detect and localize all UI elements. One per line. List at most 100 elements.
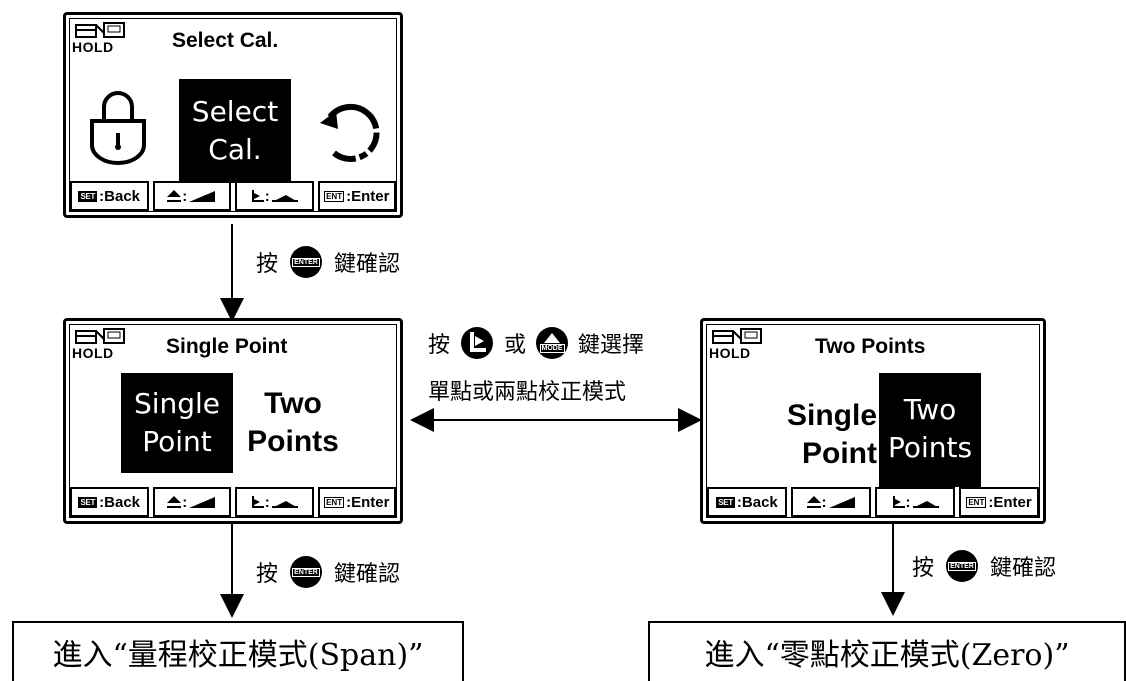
ramp-right-icon bbox=[271, 501, 298, 508]
caption-select-mode: 按 或 MODE 鍵選擇 bbox=[428, 326, 644, 360]
right-colon: : bbox=[264, 187, 270, 205]
up-colon: : bbox=[821, 493, 827, 511]
key-up[interactable]: : bbox=[152, 487, 231, 517]
select-cal-line2: Cal. bbox=[208, 133, 262, 166]
option-two-points[interactable]: Two Points bbox=[234, 373, 352, 477]
screen-frame bbox=[69, 18, 397, 212]
hold-label: HOLD bbox=[709, 345, 751, 361]
ramp-up-icon bbox=[189, 191, 216, 202]
screen-frame bbox=[706, 324, 1040, 518]
option-two-points-selected[interactable]: Two Points bbox=[879, 373, 981, 487]
ent-tag: ENT bbox=[966, 496, 987, 508]
hold-icon bbox=[712, 328, 762, 344]
key-set-back[interactable]: SET:Back bbox=[70, 487, 149, 517]
select-text: 鍵選擇 bbox=[578, 333, 645, 358]
screen-frame bbox=[69, 324, 397, 518]
option-line1: Single bbox=[133, 387, 221, 420]
set-tag: SET bbox=[78, 496, 98, 508]
option-line2: Point bbox=[802, 437, 877, 470]
press-text: 按 bbox=[256, 562, 279, 587]
mode-key-label: MODE bbox=[539, 344, 565, 353]
mode-key-icon: MODE bbox=[536, 327, 569, 359]
hold-label: HOLD bbox=[72, 39, 114, 55]
enter-key-icon: ENTER bbox=[946, 550, 979, 582]
up-colon: : bbox=[182, 493, 188, 511]
enter-key-icon: ENTER bbox=[290, 246, 323, 278]
key-right[interactable]: : bbox=[235, 181, 314, 211]
key-up[interactable]: : bbox=[152, 181, 231, 211]
key-right[interactable]: : bbox=[875, 487, 955, 517]
key-up[interactable]: : bbox=[791, 487, 871, 517]
enter-label: :Enter bbox=[346, 187, 390, 205]
enter-key-label: ENTER bbox=[292, 257, 320, 267]
screen-single-point: HOLD Single Point Single Point Two Point… bbox=[63, 318, 403, 524]
ent-tag: ENT bbox=[324, 496, 345, 508]
set-tag: SET bbox=[716, 496, 735, 508]
screen-title: Single Point bbox=[166, 335, 288, 358]
option-line1: Single bbox=[786, 399, 877, 432]
screen-two-points: HOLD Two Points Single Point Two Points … bbox=[700, 318, 1046, 524]
caption-confirm-1: 按 ENTER 鍵確認 bbox=[256, 246, 400, 278]
caption-confirm-2: 按 ENTER 鍵確認 bbox=[256, 556, 400, 588]
screen-title: Select Cal. bbox=[172, 29, 279, 52]
hold-icon bbox=[75, 22, 125, 38]
back-label: :Back bbox=[736, 493, 778, 511]
eject-up-icon bbox=[167, 496, 182, 508]
option-single-point-selected[interactable]: Single Point bbox=[121, 373, 233, 473]
ramp-right-icon bbox=[271, 195, 298, 202]
set-tag: SET bbox=[78, 190, 98, 202]
enter-key-label: ENTER bbox=[948, 561, 976, 571]
key-right[interactable]: : bbox=[235, 487, 314, 517]
ramp-right-icon bbox=[912, 501, 939, 508]
option-line2: Points bbox=[887, 431, 973, 464]
press-text: 按 bbox=[912, 556, 935, 581]
right-key-icon bbox=[461, 327, 494, 359]
key-ent-enter[interactable]: ENT:Enter bbox=[317, 181, 396, 211]
hold-icon bbox=[75, 328, 125, 344]
key-ent-enter[interactable]: ENT:Enter bbox=[959, 487, 1039, 517]
right-colon: : bbox=[264, 493, 270, 511]
ramp-up-icon bbox=[828, 497, 855, 508]
screen-title: Two Points bbox=[815, 335, 926, 358]
shift-right-icon bbox=[251, 496, 264, 508]
press-text: 按 bbox=[428, 333, 451, 358]
shift-right-icon bbox=[892, 496, 905, 508]
soft-key-bar: SET:Back : : ENT:Enter bbox=[707, 487, 1039, 517]
enter-label: :Enter bbox=[346, 493, 390, 511]
up-colon: : bbox=[182, 187, 188, 205]
caption-select-mode-line2: 單點或兩點校正模式 bbox=[428, 380, 627, 405]
confirm-text: 鍵確認 bbox=[990, 556, 1057, 581]
mode-up-arrow-icon bbox=[544, 333, 561, 343]
enter-key-label: ENTER bbox=[292, 567, 320, 577]
lock-icon bbox=[90, 91, 146, 165]
option-line2: Points bbox=[247, 425, 339, 458]
confirm-text: 鍵確認 bbox=[334, 562, 401, 587]
refresh-icon bbox=[320, 103, 380, 162]
right-colon: : bbox=[905, 493, 911, 511]
eject-up-icon bbox=[167, 190, 182, 202]
key-set-back[interactable]: SET:Back bbox=[707, 487, 787, 517]
press-text: 按 bbox=[256, 252, 279, 277]
or-text: 或 bbox=[504, 333, 527, 358]
key-ent-enter[interactable]: ENT:Enter bbox=[317, 487, 396, 517]
soft-key-bar: SET:Back : : ENT:Enter bbox=[70, 487, 396, 517]
option-line1: Two bbox=[264, 387, 322, 420]
ramp-up-icon bbox=[189, 497, 216, 508]
option-single-point[interactable]: Single Point bbox=[759, 385, 877, 489]
confirm-text: 鍵確認 bbox=[334, 252, 401, 277]
select-cal-line1: Select bbox=[191, 95, 279, 128]
select-cal-highlight: Select Cal. bbox=[179, 79, 291, 183]
shift-right-icon bbox=[251, 190, 264, 202]
eject-up-icon bbox=[806, 496, 821, 508]
back-label: :Back bbox=[99, 493, 141, 511]
caption-confirm-3: 按 ENTER 鍵確認 bbox=[912, 550, 1056, 582]
result-span-mode: 進入“量程校正模式(Span)” bbox=[12, 621, 464, 681]
key-set-back[interactable]: SET:Back bbox=[70, 181, 149, 211]
hold-label: HOLD bbox=[72, 345, 114, 361]
enter-key-icon: ENTER bbox=[290, 556, 323, 588]
result-zero-mode: 進入“零點校正模式(Zero)” bbox=[648, 621, 1126, 681]
option-line1: Two bbox=[903, 393, 957, 426]
soft-key-bar: SET:Back : : ENT:Enter bbox=[70, 181, 396, 211]
screen-select-cal: HOLD Select Cal. Select Cal. SET:Back : … bbox=[63, 12, 403, 218]
